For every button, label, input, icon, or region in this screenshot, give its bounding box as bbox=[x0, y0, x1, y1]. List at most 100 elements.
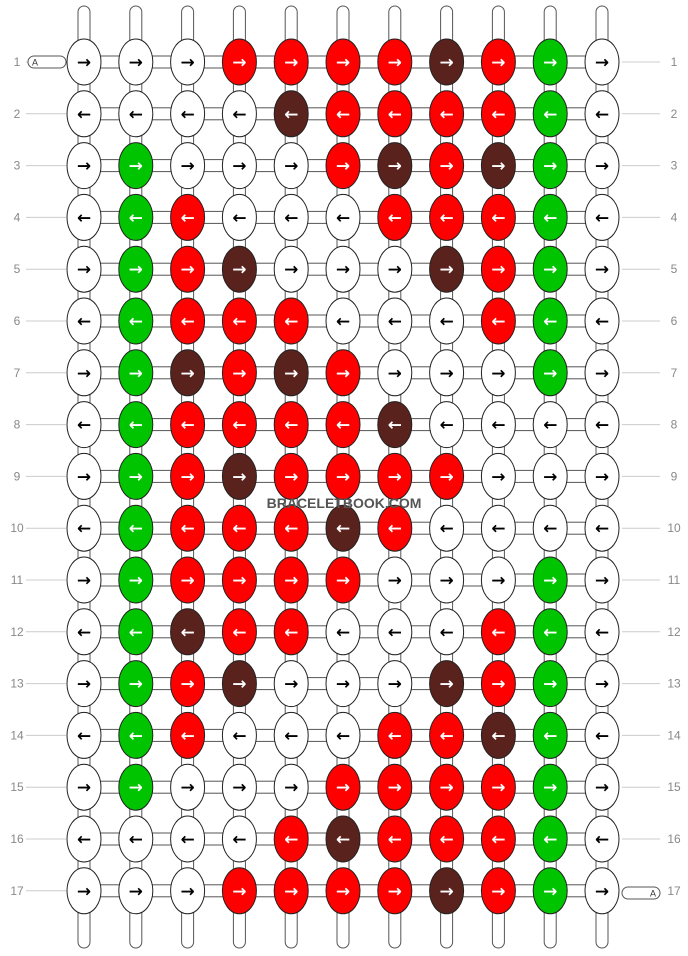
knot-ellipse bbox=[429, 556, 465, 604]
row-connector bbox=[410, 418, 432, 432]
row-connector bbox=[203, 573, 224, 587]
arrow-right-icon: → bbox=[232, 571, 246, 591]
arrow-right-icon: → bbox=[180, 157, 194, 177]
knot: ← bbox=[584, 815, 620, 863]
knot: → bbox=[221, 142, 257, 190]
knot-ellipse bbox=[118, 90, 154, 138]
knot-ellipse bbox=[221, 245, 257, 293]
row-connector bbox=[151, 55, 173, 69]
arrow-right-icon: → bbox=[180, 675, 194, 695]
row-connector bbox=[151, 884, 173, 898]
knot-ellipse bbox=[584, 504, 620, 552]
knot: ← bbox=[584, 401, 620, 449]
row-connector bbox=[151, 573, 173, 587]
arrow-left-icon: ← bbox=[232, 830, 246, 850]
arrow-right-icon: → bbox=[388, 571, 402, 591]
row-connector bbox=[99, 625, 121, 639]
knot: → bbox=[480, 142, 516, 190]
arrow-left-icon: ← bbox=[336, 416, 350, 436]
row-connector bbox=[513, 262, 535, 276]
row-label-right: 13 bbox=[667, 677, 681, 691]
row-connector bbox=[203, 677, 224, 691]
knot: ← bbox=[118, 608, 154, 656]
arrow-left-icon: ← bbox=[595, 623, 609, 643]
row-connector bbox=[462, 107, 483, 121]
knot-ellipse bbox=[532, 504, 568, 552]
row-connector bbox=[513, 418, 535, 432]
row-connector bbox=[254, 728, 276, 742]
row-connector bbox=[410, 314, 432, 328]
row-connector bbox=[203, 625, 224, 639]
arrow-right-icon: → bbox=[77, 467, 91, 487]
knot-ellipse bbox=[118, 349, 154, 397]
knot: ← bbox=[325, 608, 361, 656]
arrow-right-icon: → bbox=[595, 260, 609, 280]
arrow-right-icon: → bbox=[129, 571, 143, 591]
knot-ellipse bbox=[273, 142, 309, 190]
start-marker-label: A bbox=[32, 58, 38, 68]
knot-ellipse bbox=[273, 556, 309, 604]
knot: ← bbox=[221, 193, 257, 241]
arrow-right-icon: → bbox=[77, 260, 91, 280]
knot: → bbox=[118, 38, 154, 86]
knot: ← bbox=[170, 711, 206, 759]
arrow-left-icon: ← bbox=[284, 416, 298, 436]
knot: ← bbox=[532, 608, 568, 656]
knot-ellipse bbox=[273, 867, 309, 915]
knot: ← bbox=[170, 504, 206, 552]
row-label-left: 14 bbox=[10, 728, 24, 742]
arrow-left-icon: ← bbox=[439, 416, 453, 436]
knot-ellipse bbox=[325, 452, 361, 500]
arrow-right-icon: → bbox=[491, 467, 505, 487]
row-connector bbox=[306, 314, 328, 328]
knot: ← bbox=[66, 608, 102, 656]
knot-ellipse bbox=[66, 142, 102, 190]
knot-ellipse bbox=[221, 401, 257, 449]
arrow-right-icon: → bbox=[232, 778, 246, 798]
arrow-left-icon: ← bbox=[77, 726, 91, 746]
knot: → bbox=[584, 38, 620, 86]
arrow-right-icon: → bbox=[336, 467, 350, 487]
row-connector bbox=[203, 521, 224, 535]
row-connector bbox=[306, 159, 328, 173]
knot: → bbox=[66, 245, 102, 293]
knot: ← bbox=[377, 90, 413, 138]
knot: ← bbox=[325, 90, 361, 138]
row-connector bbox=[151, 728, 173, 742]
arrow-left-icon: ← bbox=[232, 105, 246, 125]
arrow-left-icon: ← bbox=[388, 312, 402, 332]
knot: → bbox=[480, 660, 516, 708]
knot-ellipse bbox=[221, 142, 257, 190]
arrow-left-icon: ← bbox=[543, 416, 557, 436]
arrow-right-icon: → bbox=[595, 571, 609, 591]
knot-ellipse bbox=[584, 815, 620, 863]
arrow-right-icon: → bbox=[336, 778, 350, 798]
row-connector bbox=[565, 366, 587, 380]
knot-ellipse bbox=[325, 608, 361, 656]
knot: → bbox=[118, 452, 154, 500]
row-connector bbox=[565, 728, 587, 742]
knot: → bbox=[273, 142, 309, 190]
knot-ellipse bbox=[221, 763, 257, 811]
row-connector bbox=[151, 262, 173, 276]
knot: ← bbox=[221, 815, 257, 863]
knot: ← bbox=[480, 608, 516, 656]
knot-ellipse bbox=[377, 711, 413, 759]
arrow-right-icon: → bbox=[129, 53, 143, 73]
knot-ellipse bbox=[532, 867, 568, 915]
row-connector bbox=[462, 159, 483, 173]
arrow-left-icon: ← bbox=[129, 519, 143, 539]
knot: ← bbox=[325, 815, 361, 863]
row-connector bbox=[203, 314, 224, 328]
knot: → bbox=[170, 142, 206, 190]
row-connector bbox=[254, 55, 276, 69]
row-label-left: 15 bbox=[10, 780, 24, 794]
knot-ellipse bbox=[66, 90, 102, 138]
row-connector bbox=[203, 159, 224, 173]
knot: ← bbox=[273, 815, 309, 863]
row-connector bbox=[513, 159, 535, 173]
arrow-right-icon: → bbox=[388, 260, 402, 280]
row-label-right: 2 bbox=[671, 107, 678, 121]
knot: ← bbox=[325, 297, 361, 345]
row-label-left: 16 bbox=[10, 832, 24, 846]
